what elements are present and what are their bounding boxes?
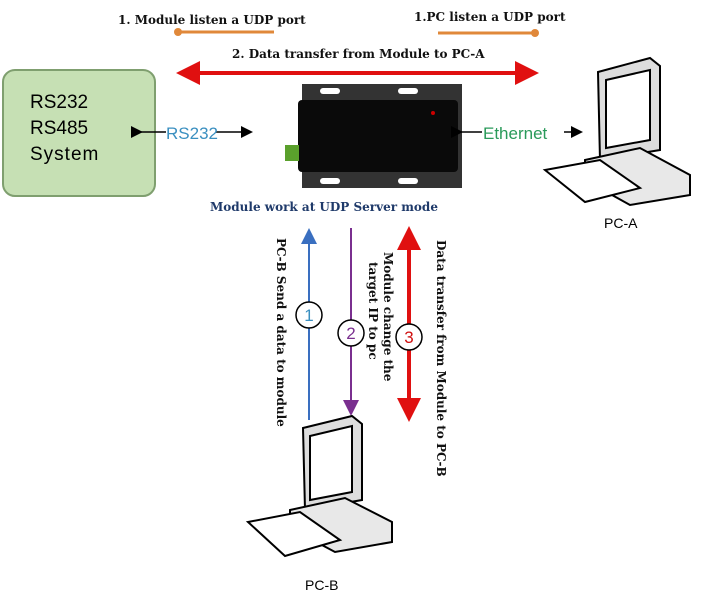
system-line-1: RS232	[30, 92, 88, 113]
rs232-label: RS232	[166, 124, 218, 143]
change-ip-label-1: Module change the	[381, 252, 395, 382]
system-line-2: RS485	[30, 118, 88, 139]
pc-a-label: PC-A	[604, 215, 638, 231]
module-listen-label: 1. Module listen a UDP port	[118, 13, 306, 27]
serial-ethernet-module	[285, 84, 462, 188]
ethernet-label: Ethernet	[483, 124, 548, 143]
rs232-rs485-system-box: RS232 RS485 System	[2, 69, 156, 197]
transfer-pc-a-label: 2. Data transfer from Module to PC-A	[232, 47, 485, 61]
step-2-number: 2	[346, 324, 355, 343]
step-2-badge: 2	[337, 319, 365, 347]
step-1-badge: 1	[295, 301, 323, 329]
pcb-send-label: PC-B Send a data to module	[274, 238, 288, 427]
pc-listen-label: 1.PC listen a UDP port	[414, 10, 566, 24]
step-1-number: 1	[304, 306, 313, 325]
ethernet-label-bg	[482, 122, 564, 142]
module-port-line	[174, 28, 274, 36]
change-ip-label-2: target IP to pc	[366, 262, 380, 360]
mode-label: Module work at UDP Server mode	[210, 200, 438, 214]
pc-b-label: PC-B	[305, 577, 338, 593]
transfer-pc-b-label: Data transfer from Module to PC-B	[434, 240, 448, 477]
pc-port-line	[438, 29, 539, 37]
step-3-badge: 3	[395, 323, 423, 351]
pc-a-computer-icon	[542, 56, 691, 207]
step-3-number: 3	[404, 328, 413, 347]
rs232-label-bg	[166, 122, 216, 142]
pc-b-computer-icon	[245, 414, 393, 558]
system-line-3: System	[30, 144, 99, 165]
